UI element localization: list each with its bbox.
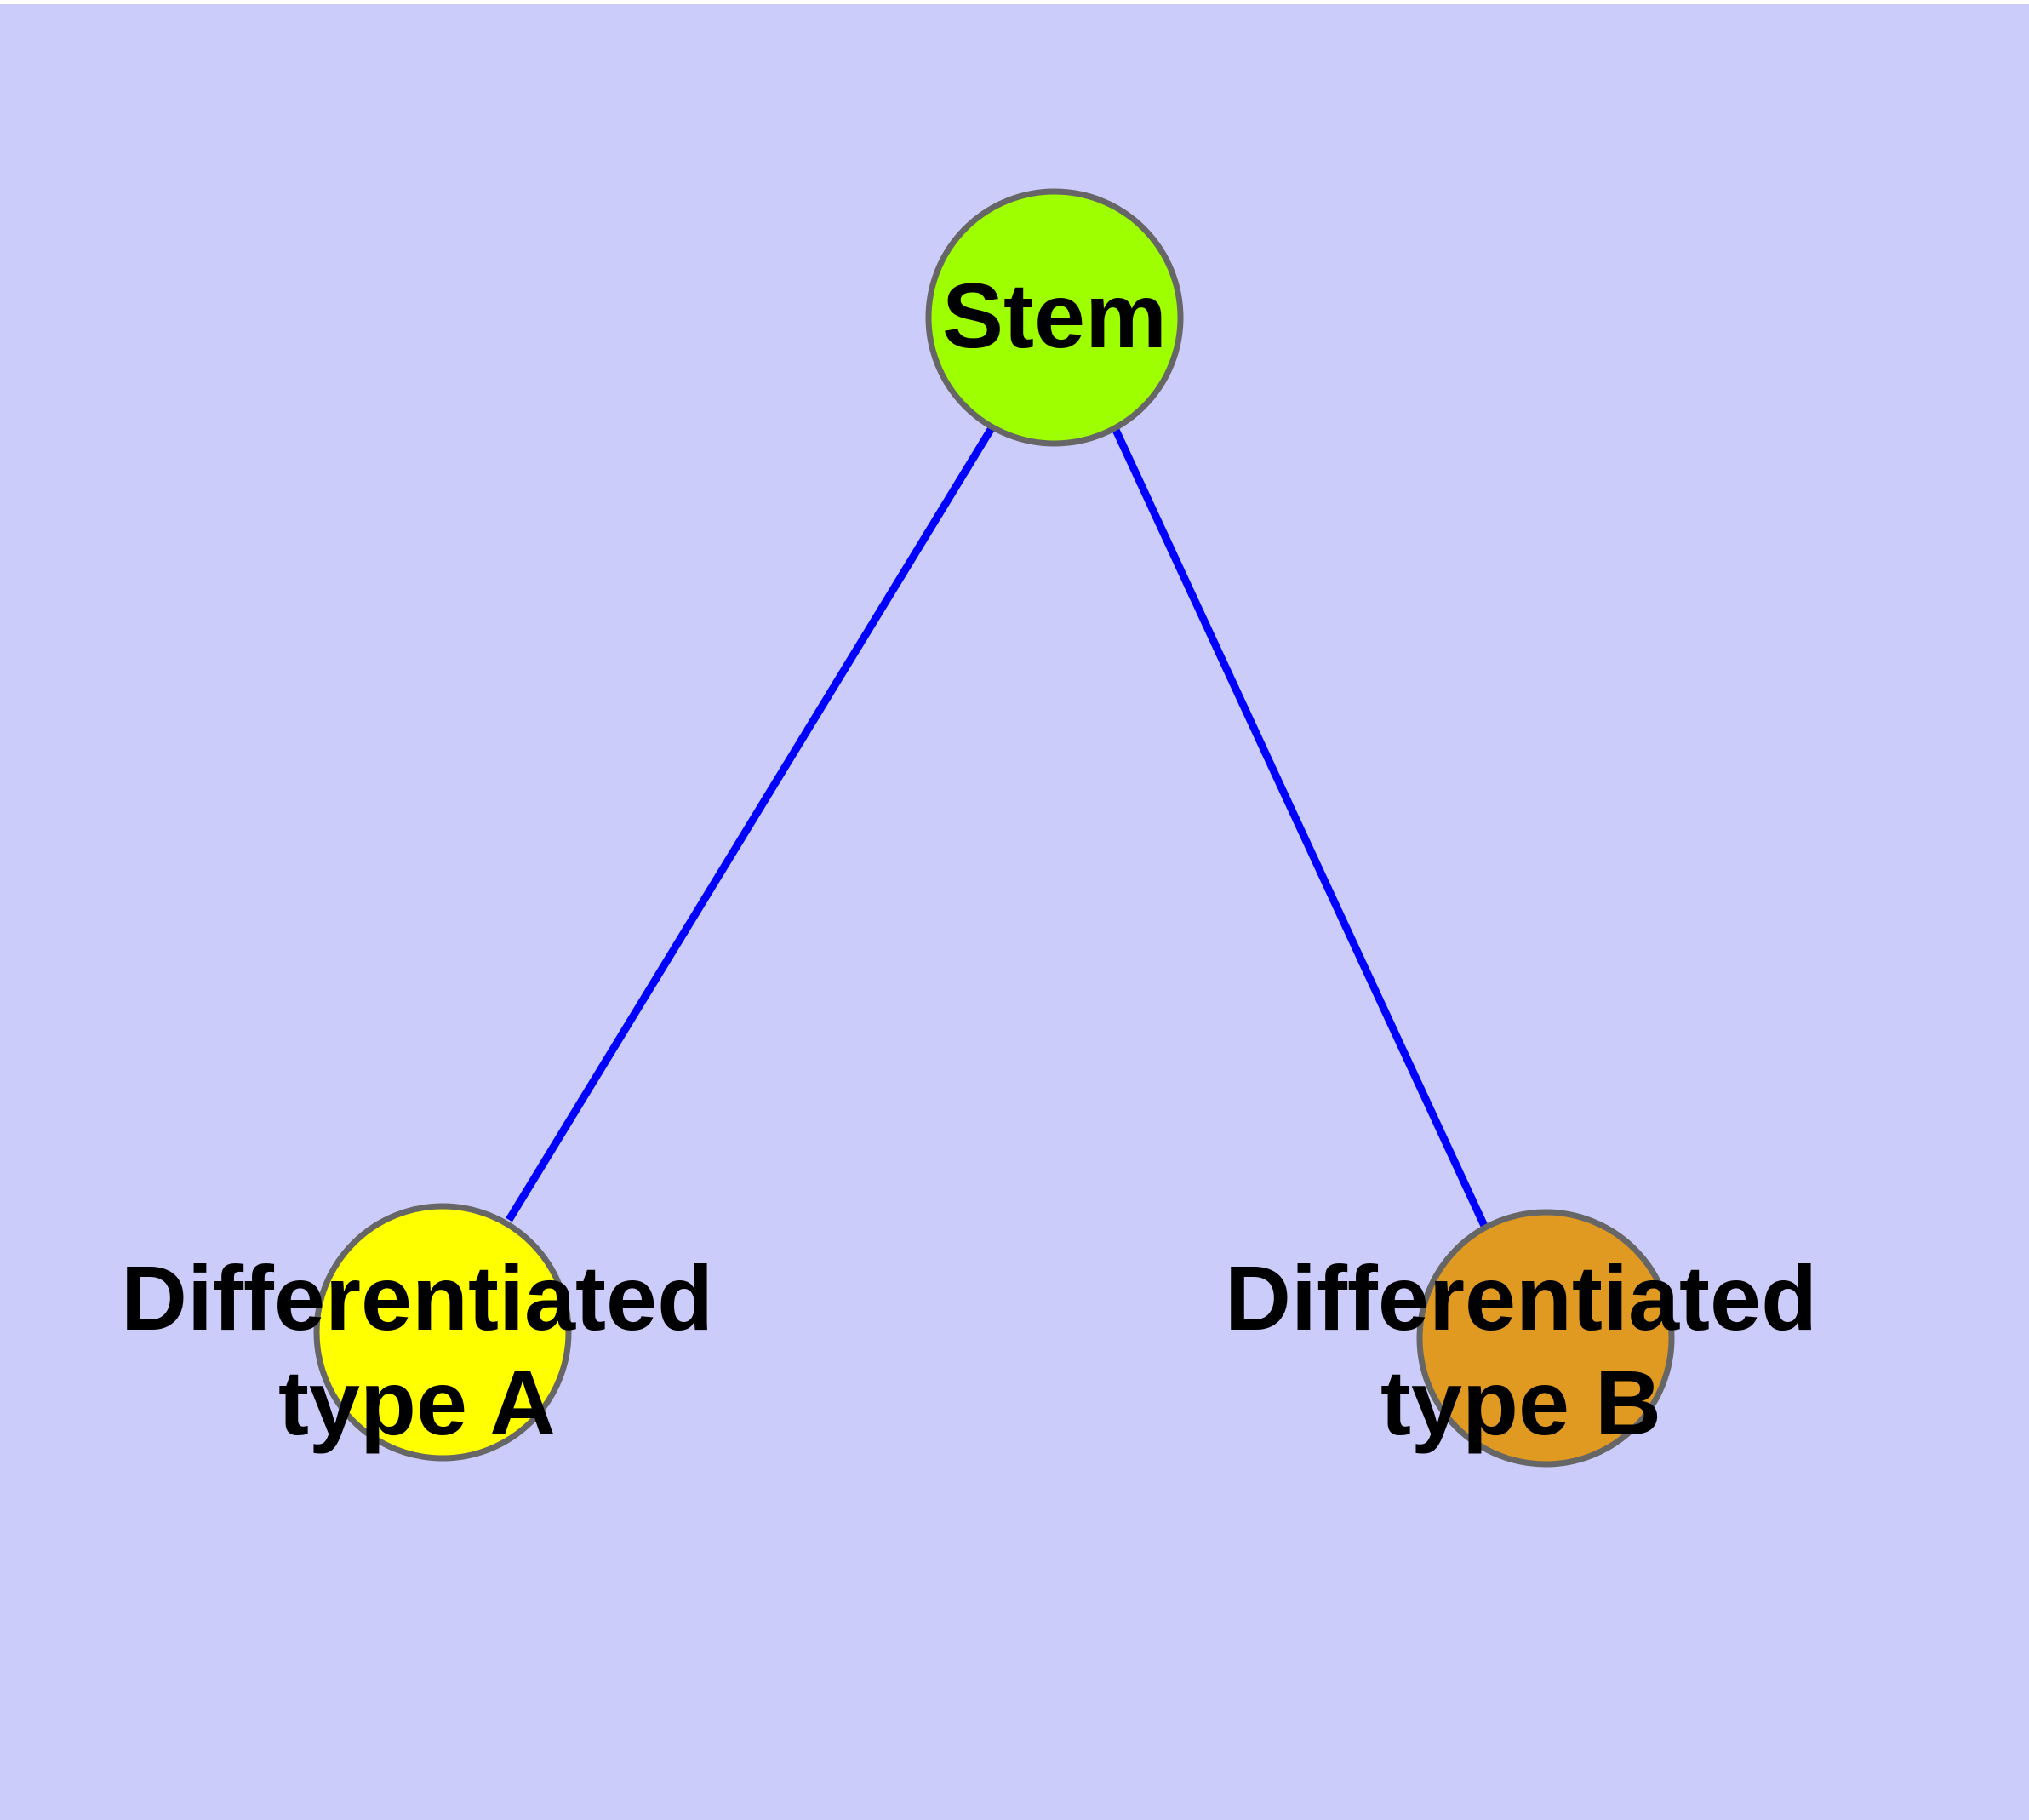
node-diff-b-circle[interactable] bbox=[1416, 1209, 1675, 1468]
node-stem-circle[interactable] bbox=[925, 188, 1184, 447]
node-diff-b-label-line1: Differentiated bbox=[1225, 1246, 1817, 1349]
top-border-rule bbox=[0, 0, 2029, 4]
edge-layer bbox=[506, 426, 1489, 1228]
edge-stem-to-diff-b[interactable] bbox=[1112, 428, 1489, 1228]
node-stem-label-line1: Stem bbox=[942, 264, 1167, 367]
node-diff-b-label-line2: type B bbox=[1380, 1351, 1661, 1454]
edge-stem-to-diff-a[interactable] bbox=[506, 426, 995, 1222]
node-diff-a-label-line2: type A bbox=[278, 1351, 556, 1454]
node-diff-a-circle[interactable] bbox=[313, 1203, 572, 1462]
node-diff-a-label-line1: Differentiated bbox=[121, 1246, 713, 1349]
node-layer bbox=[313, 188, 1675, 1468]
label-layer: Stem Differentiated type A Differentiate… bbox=[121, 264, 1817, 1454]
